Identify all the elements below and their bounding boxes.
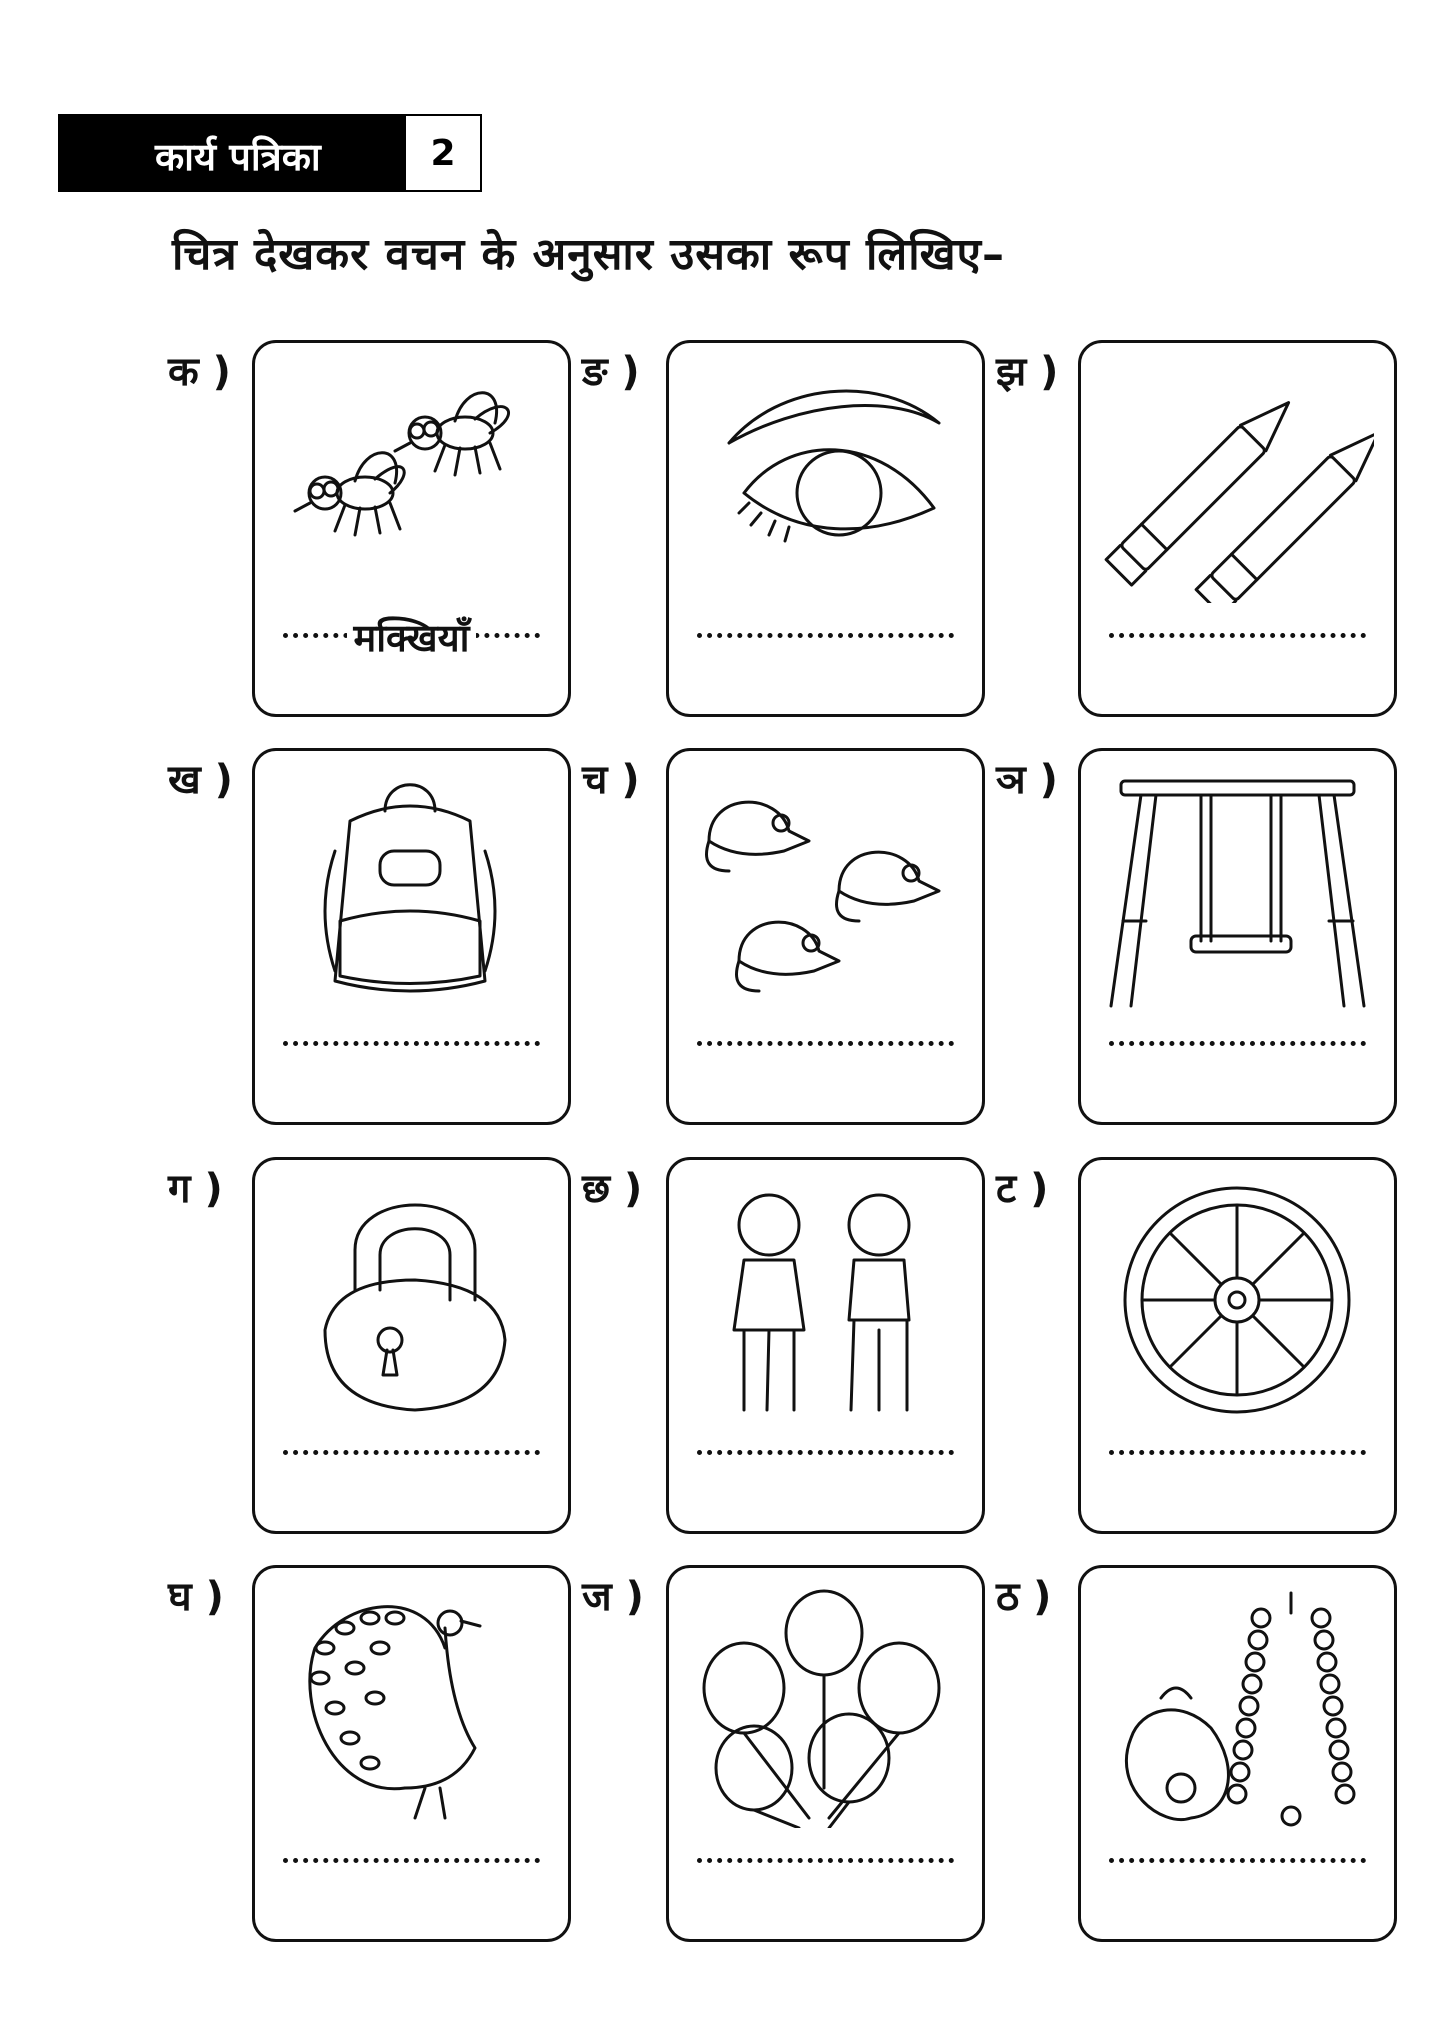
item-label: क ) (168, 349, 231, 395)
answer-blank[interactable] (697, 1858, 954, 1863)
item-label: ठ ) (996, 1574, 1052, 1620)
answer-blank[interactable] (283, 1450, 540, 1455)
peacock-icon (308, 1605, 482, 1820)
pencils-icon (1104, 401, 1374, 603)
picture-card (666, 1565, 985, 1942)
flies-icon (293, 391, 510, 537)
item-label: छ ) (582, 1166, 643, 1212)
necklace-icon (1124, 1591, 1356, 1827)
rats-icon (705, 800, 941, 993)
boys-icon (732, 1193, 911, 1412)
picture-card (666, 340, 985, 717)
picture-card (1078, 340, 1397, 717)
worksheet-header: कार्य पत्रिका 2 (58, 114, 482, 192)
item-label: ख ) (168, 757, 233, 803)
answer-text: मक्खियाँ (347, 616, 476, 660)
answer-blank[interactable] (1109, 633, 1366, 638)
answer-blank[interactable] (1109, 1450, 1366, 1455)
picture-card (1078, 1157, 1397, 1534)
picture-card (1078, 1565, 1397, 1942)
swing-icon (1109, 779, 1366, 1008)
answer-blank[interactable] (697, 1041, 954, 1046)
picture-card: मक्खियाँ (252, 340, 571, 717)
picture-card (252, 1565, 571, 1942)
lock-icon (323, 1203, 507, 1412)
item-label: च ) (582, 757, 640, 803)
answer-blank[interactable] (283, 1041, 540, 1046)
answer-blank[interactable] (1109, 1041, 1366, 1046)
instruction: चित्र देखकर वचन के अनुसार उसका रूप लिखिए… (172, 229, 1005, 280)
picture-card (1078, 748, 1397, 1125)
eye-icon (727, 389, 941, 543)
worksheet-number: 2 (406, 116, 480, 190)
item-label: ङ ) (582, 349, 640, 395)
picture-card (252, 1157, 571, 1534)
item-label: झ ) (996, 349, 1059, 395)
answer-blank[interactable] (697, 633, 954, 638)
answer-blank[interactable] (1109, 1858, 1366, 1863)
picture-card (666, 1157, 985, 1534)
item-label: ज ) (582, 1574, 644, 1620)
balloons-icon (702, 1589, 941, 1828)
backpack-icon (323, 783, 497, 993)
picture-card (252, 748, 571, 1125)
item-label: ञ ) (996, 757, 1058, 803)
item-label: घ ) (168, 1574, 224, 1620)
item-label: ट ) (996, 1166, 1049, 1212)
answer-blank[interactable] (697, 1450, 954, 1455)
item-label: ग ) (168, 1166, 223, 1212)
wheel-icon (1123, 1186, 1351, 1414)
worksheet-title: कार्य पत्रिका (155, 135, 321, 179)
answer-blank[interactable] (283, 1858, 540, 1863)
picture-card (666, 748, 985, 1125)
